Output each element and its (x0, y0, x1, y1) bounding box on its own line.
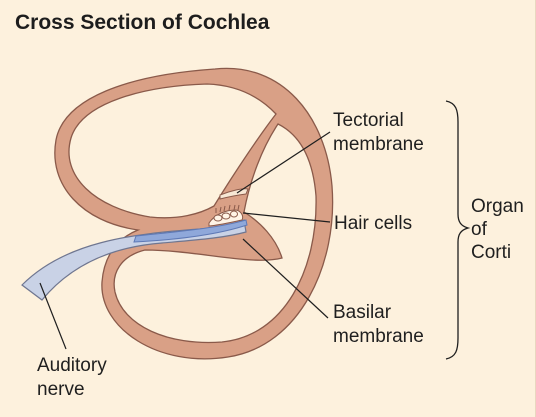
hair-cells-group (208, 204, 244, 227)
basilar-label-line2: membrane (333, 326, 424, 347)
basilar-membrane-shape (133, 219, 248, 243)
leader-hair-cells (242, 212, 331, 223)
basilar-label-line1: Basilar (333, 302, 392, 323)
organ-label-line2: of (471, 219, 488, 240)
auditory-label-line1: Auditory (37, 355, 107, 376)
tectorial-label-line2: membrane (333, 134, 424, 155)
leader-auditory (39, 282, 67, 350)
tectorial-label-line1: Tectorial (333, 110, 404, 131)
leader-basilar (242, 238, 329, 319)
organ-of-corti-bracket (445, 100, 471, 360)
organ-label-line1: Organ (471, 196, 524, 217)
organ-label-line3: Corti (471, 242, 511, 263)
tectorial-membrane-shape (219, 188, 249, 200)
auditory-label-line2: nerve (37, 379, 85, 400)
cochlea-cross-section (54, 67, 334, 360)
diagram-title: Cross Section of Cochlea (15, 11, 270, 34)
leader-tectorial (236, 131, 331, 194)
hair-cells-label: Hair cells (334, 213, 412, 234)
